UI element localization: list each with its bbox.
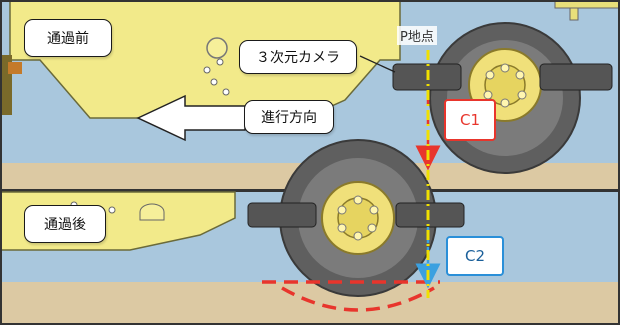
- camera-leader: [359, 55, 396, 73]
- camera-block-right-top: [539, 63, 613, 91]
- bolt: [206, 37, 228, 59]
- upper-part: [554, 0, 620, 9]
- lug-nut: [500, 63, 510, 73]
- panel-before: [0, 0, 620, 189]
- camera-block-right-bottom: [395, 202, 465, 228]
- lug-nut: [517, 90, 527, 100]
- lug-nut: [483, 90, 493, 100]
- p-point-label: P地点: [397, 26, 437, 45]
- bolt: [222, 88, 230, 96]
- c1-label: C1: [444, 99, 496, 141]
- bolt: [108, 206, 116, 214]
- bolt: [203, 66, 211, 74]
- camera-label: ３次元カメラ: [239, 40, 357, 74]
- lug-nut: [337, 205, 347, 215]
- lug-nut: [485, 70, 495, 80]
- lug-nut: [353, 195, 363, 205]
- camera-block-left-bottom: [247, 202, 317, 228]
- ground-bottom: [0, 282, 620, 325]
- bolt: [210, 78, 218, 86]
- lug-nut: [515, 70, 525, 80]
- before-pass-label: 通過前: [24, 19, 112, 57]
- upper-part: [569, 7, 579, 21]
- lug-nut: [369, 205, 379, 215]
- bolt: [216, 58, 224, 66]
- panel-after: [0, 139, 620, 325]
- lug-nut: [337, 223, 347, 233]
- after-pass-label: 通過後: [24, 205, 106, 243]
- lug-nut: [367, 223, 377, 233]
- lug-nut: [500, 98, 510, 108]
- direction-label: 進行方向: [244, 100, 334, 134]
- rear-light: [8, 62, 22, 74]
- vehicle-window: [139, 203, 165, 221]
- lug-nut: [353, 231, 363, 241]
- c2-label: C2: [446, 236, 504, 276]
- rut-curve: [281, 286, 435, 312]
